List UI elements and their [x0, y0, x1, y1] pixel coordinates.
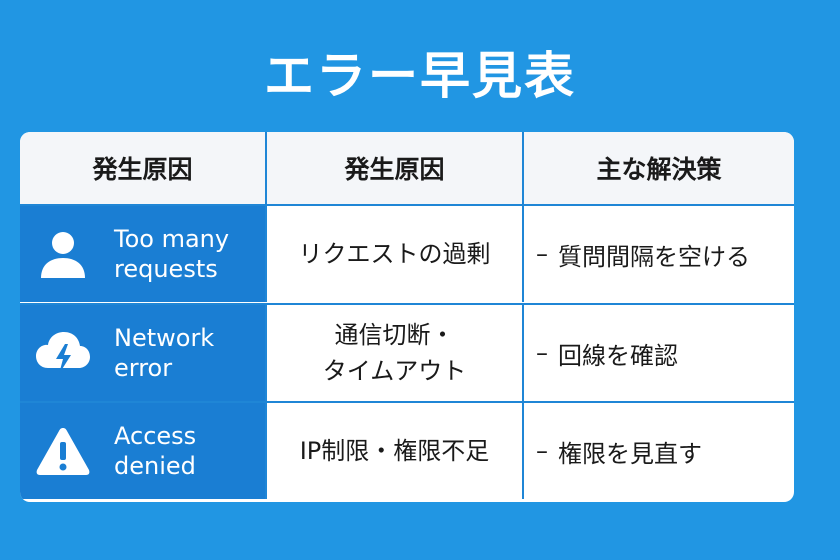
cause-cell: IP制限・権限不足: [265, 403, 522, 499]
solution-cell: – 権限を見直す: [522, 403, 794, 499]
column-header-1: 発生原因: [92, 155, 193, 184]
solution-text: 権限を見直す: [558, 439, 702, 468]
error-name: Access denied: [114, 422, 197, 480]
error-label-cell: Network error: [20, 305, 265, 401]
table-row: Network error 通信切断・ タイムアウト – 回線を確認: [20, 303, 794, 401]
solution-text: 質問間隔を空ける: [558, 242, 750, 271]
error-name: Network error: [114, 324, 215, 382]
error-name: Too many requests: [114, 225, 230, 283]
cause-text: IP制限・権限不足: [299, 437, 490, 465]
error-label-cell: Access denied: [20, 403, 265, 499]
error-label-cell: Too many requests: [20, 206, 265, 302]
solution-cell: – 回線を確認: [522, 305, 794, 401]
table-row: Too many requests リクエストの過剰 – 質問間隔を空ける: [20, 204, 794, 302]
table-header-row: 発生原因 発生原因 主な解決策: [20, 132, 794, 204]
solution-text: 回線を確認: [558, 341, 678, 370]
cause-text: 通信切断・ タイムアウト: [322, 321, 467, 385]
warning-icon: [34, 422, 92, 480]
solution-cell: – 質問間隔を空ける: [522, 206, 794, 302]
table-row: Access denied IP制限・権限不足 – 権限を見直す: [20, 401, 794, 499]
cause-text: リクエストの過剰: [298, 240, 491, 268]
column-header-2: 発生原因: [265, 132, 522, 204]
bullet-dash: –: [536, 437, 548, 465]
cause-cell: リクエストの過剰: [265, 206, 522, 302]
error-table: 発生原因 発生原因 主な解決策 Too many requests リクエストの…: [20, 132, 794, 502]
user-icon: [34, 225, 92, 283]
page-title: エラー早見表: [264, 47, 576, 105]
column-header-3: 主な解決策: [522, 132, 794, 204]
cloud-lightning-icon: [34, 324, 92, 382]
bullet-dash: –: [536, 339, 548, 367]
bullet-dash: –: [536, 240, 548, 268]
cause-cell: 通信切断・ タイムアウト: [265, 305, 522, 401]
